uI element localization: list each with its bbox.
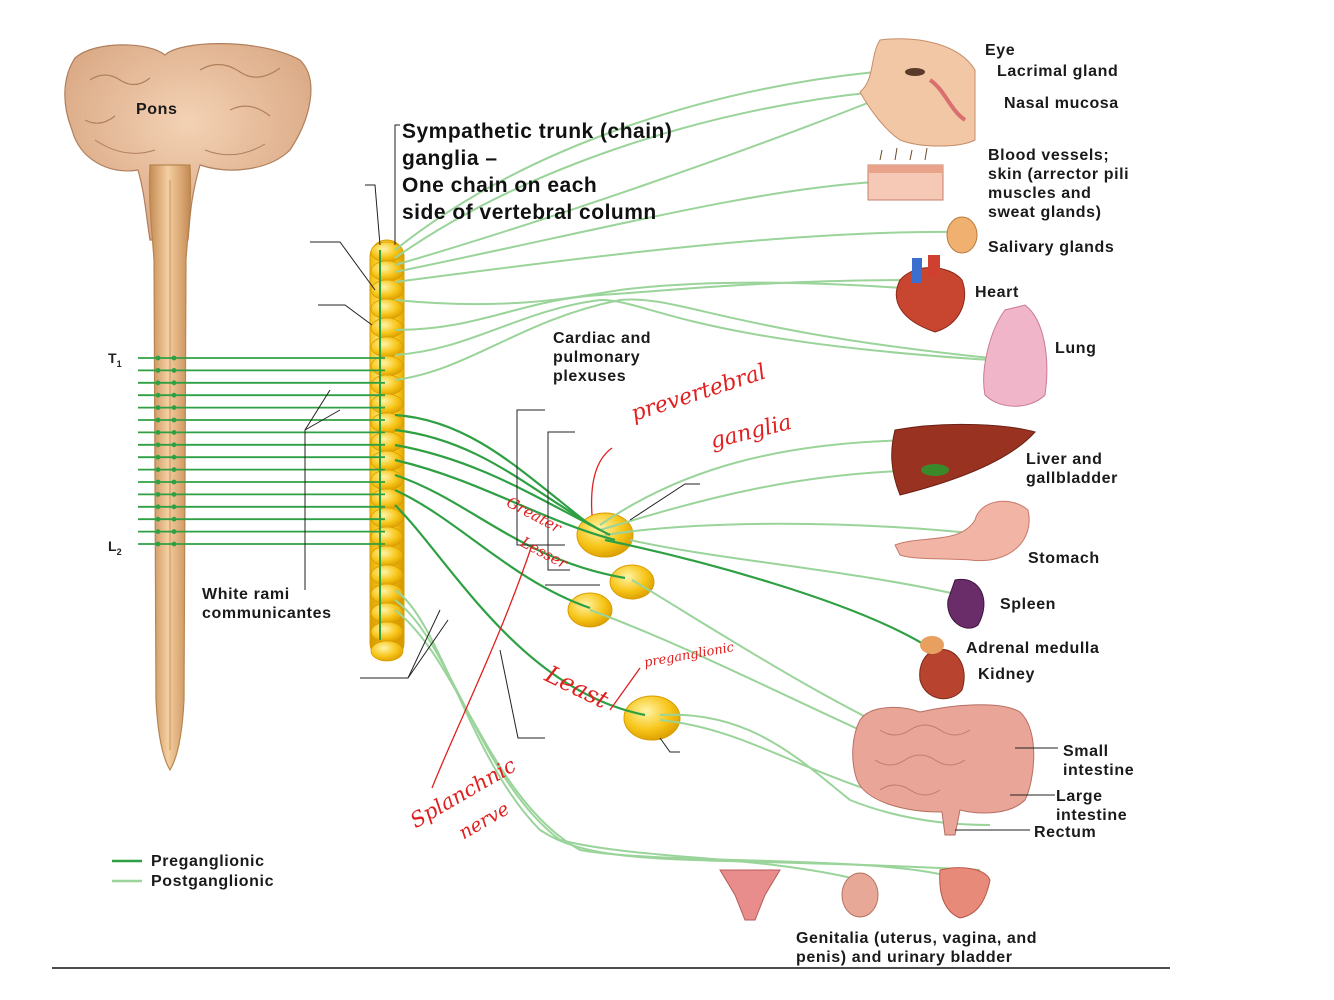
- label-large-intestine: Large intestine: [1056, 788, 1128, 824]
- label-adrenal-medulla: Adrenal medulla: [966, 640, 1100, 657]
- label-eye: Eye: [985, 42, 1016, 59]
- cell-body-dot: [171, 405, 177, 410]
- legend-postganglionic-label: Postganglionic: [151, 873, 275, 890]
- chain-ganglion: [370, 469, 404, 491]
- brain-illustration: [64, 43, 312, 241]
- cell-body-dot: [171, 504, 177, 510]
- cell-body-dot: [155, 516, 161, 522]
- cell-body-dot: [171, 529, 177, 534]
- legend-preganglionic-label: Preganglionic: [151, 853, 265, 870]
- cell-body-dot: [155, 492, 161, 497]
- splanchnic-fibers: [394, 413, 926, 717]
- cell-body-dot: [155, 380, 161, 386]
- organ-salivary-gland: [946, 216, 978, 254]
- chain-ganglion: [370, 355, 404, 377]
- label-t1: T1: [108, 350, 122, 369]
- organ-kidney: [919, 636, 965, 700]
- label-kidney: Kidney: [978, 666, 1035, 683]
- cell-body-dot: [171, 541, 177, 547]
- cell-body-dot: [171, 392, 177, 398]
- label-l2: L2: [108, 538, 122, 557]
- cell-body-dot: [155, 541, 161, 547]
- label-sympathetic-trunk-title: Sympathetic trunk (chain) ganglia – One …: [402, 120, 673, 224]
- cell-body-dot: [155, 405, 161, 410]
- label-heart: Heart: [975, 284, 1019, 301]
- label-nasal-mucosa: Nasal mucosa: [1004, 95, 1119, 112]
- cell-body-dot: [155, 454, 161, 460]
- organ-lung: [983, 304, 1048, 407]
- label-rectum: Rectum: [1034, 824, 1097, 841]
- cell-body-dot: [155, 368, 161, 373]
- cell-body-dot: [171, 417, 177, 423]
- label-cardiac-plexuses: Cardiac and pulmonary plexuses: [553, 330, 652, 385]
- chain-ganglion: [370, 621, 404, 643]
- organ-stomach: [894, 500, 1030, 562]
- chain-ganglion: [370, 640, 404, 662]
- handwritten-marks: [431, 447, 641, 789]
- label-stomach: Stomach: [1028, 550, 1100, 567]
- label-white-rami: White rami communicantes: [202, 586, 332, 622]
- preganglionic-fibers: [138, 355, 385, 547]
- cell-body-dot: [171, 454, 177, 460]
- label-blood-vessels-skin: Blood vessels; skin (arrector pili muscl…: [988, 147, 1130, 221]
- cell-body-dot: [171, 430, 177, 435]
- organ-liver: [891, 423, 1036, 496]
- leader-lines: [304, 124, 1058, 831]
- cell-body-dot: [155, 504, 161, 510]
- cell-body-dot: [155, 479, 161, 485]
- chain-ganglion: [370, 393, 404, 415]
- label-liver-gallbladder: Liver and gallbladder: [1026, 451, 1118, 487]
- label-lung: Lung: [1055, 340, 1097, 357]
- organ-heart: [895, 255, 966, 333]
- cell-body-dot: [155, 355, 161, 361]
- chain-ganglion: [370, 279, 404, 301]
- chain-ganglion: [370, 374, 404, 396]
- cell-body-dot: [171, 479, 177, 485]
- cell-body-dot: [171, 516, 177, 522]
- sympathetic-chain: [369, 239, 405, 662]
- label-spleen: Spleen: [1000, 596, 1057, 613]
- chain-ganglion: [370, 545, 404, 567]
- cell-body-dot: [171, 467, 177, 472]
- organ-spleen: [947, 578, 985, 629]
- chain-ganglion: [370, 583, 404, 605]
- chain-ganglion: [370, 431, 404, 453]
- label-small-intestine: Small intestine: [1063, 743, 1135, 779]
- cell-body-dot: [155, 430, 161, 435]
- postganglionic-fibers: [394, 71, 991, 881]
- cell-body-dot: [155, 467, 161, 472]
- cell-body-dot: [171, 442, 177, 448]
- cell-body-dot: [171, 368, 177, 373]
- organ-genitalia: [719, 867, 991, 921]
- cell-body-dot: [171, 380, 177, 386]
- cell-body-dot: [155, 529, 161, 534]
- label-lacrimal-gland: Lacrimal gland: [997, 63, 1119, 80]
- chain-ganglion: [370, 507, 404, 529]
- chain-ganglion: [370, 317, 404, 339]
- label-pons: Pons: [136, 101, 178, 118]
- chain-ganglion: [370, 564, 404, 586]
- organ-face: [859, 38, 976, 147]
- chain-ganglion: [370, 298, 404, 320]
- organ-skin: [867, 147, 944, 201]
- spinal-cord: [148, 164, 192, 772]
- cell-body-dot: [155, 417, 161, 423]
- chain-ganglion: [370, 241, 404, 263]
- cell-body-dot: [155, 392, 161, 398]
- cell-body-dot: [155, 442, 161, 448]
- label-genitalia: Genitalia (uterus, vagina, and penis) an…: [796, 930, 1038, 966]
- cell-body-dot: [171, 355, 177, 361]
- label-salivary-glands: Salivary glands: [988, 239, 1115, 256]
- cell-body-dot: [171, 492, 177, 497]
- organ-intestines: [852, 704, 1035, 836]
